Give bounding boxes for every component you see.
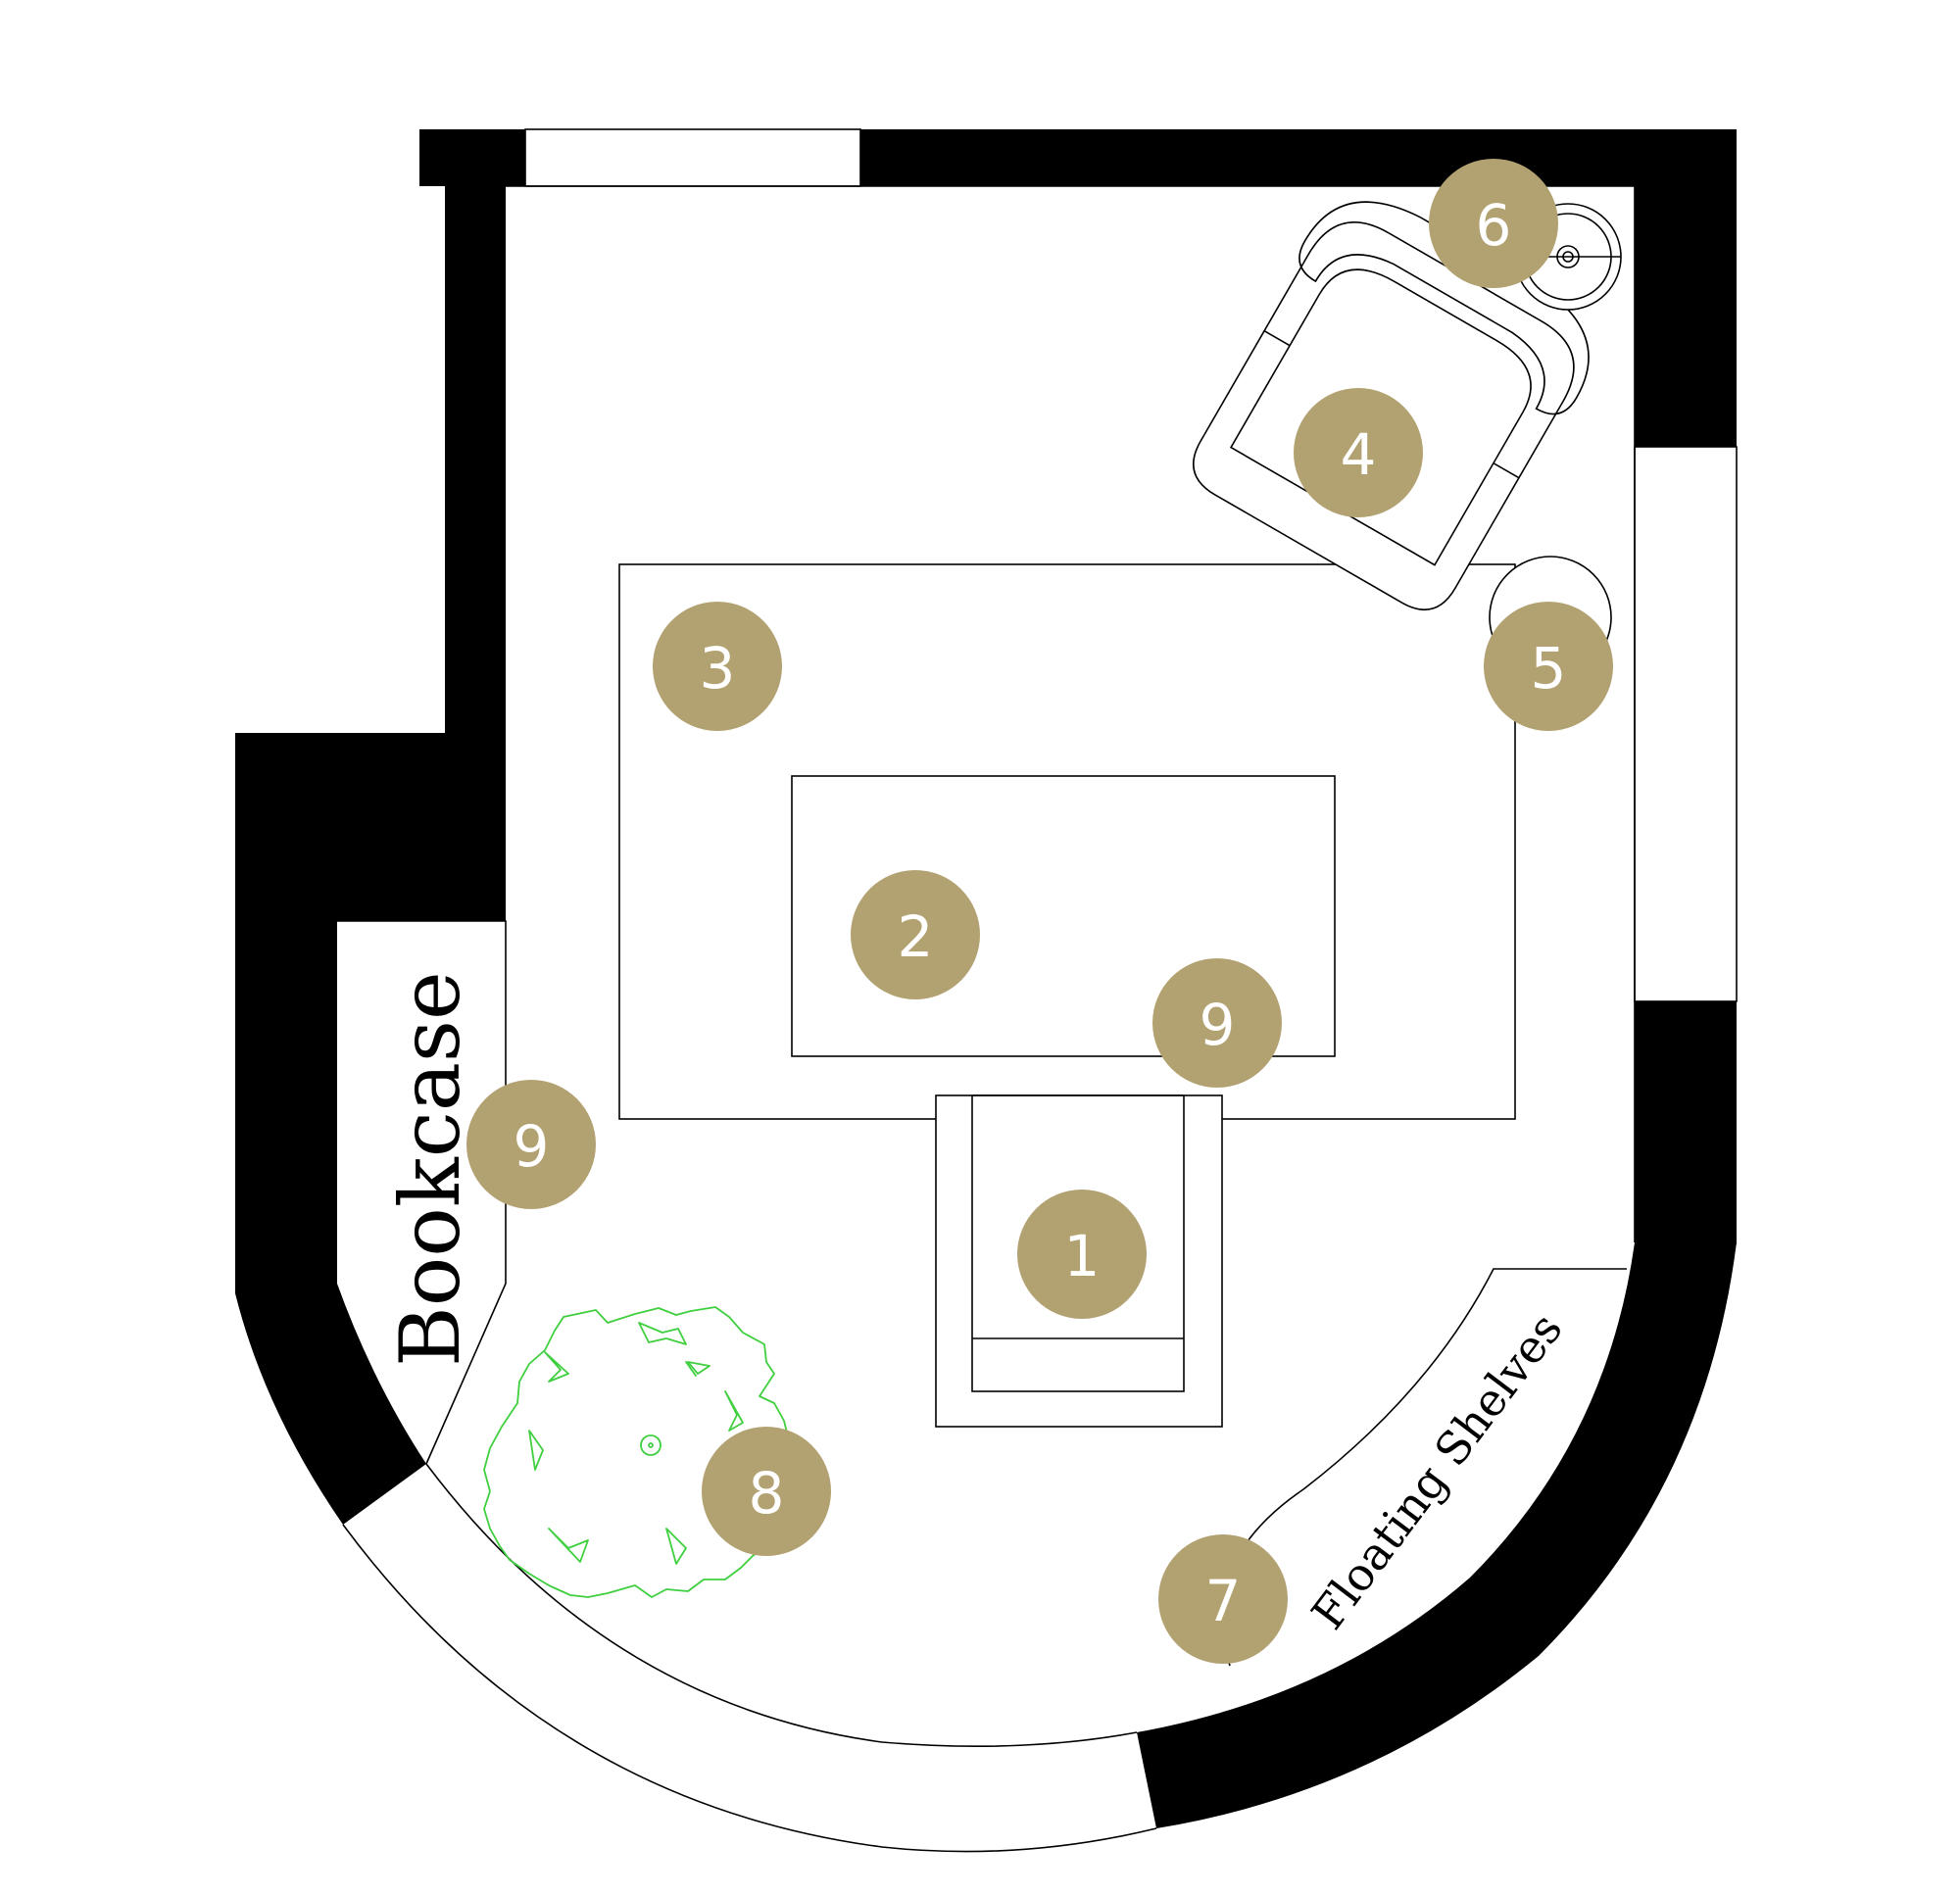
wall-right-lower (1635, 1001, 1737, 1244)
svg-text:8: 8 (749, 1460, 785, 1527)
marker-7: 7 (1158, 1534, 1288, 1664)
svg-text:3: 3 (700, 635, 736, 702)
walls (235, 129, 1737, 1828)
marker-9-bookcase: 9 (466, 1080, 596, 1209)
window-top (524, 128, 861, 187)
marker-2: 2 (851, 870, 980, 999)
desk (791, 775, 1336, 1057)
svg-text:9: 9 (1200, 992, 1236, 1058)
wall-bottom-right-arc (1137, 1242, 1737, 1828)
potted-plant-icon (483, 1306, 797, 1598)
svg-text:4: 4 (1341, 421, 1377, 488)
svg-text:7: 7 (1205, 1568, 1242, 1634)
marker-3: 3 (653, 602, 782, 731)
marker-4: 4 (1294, 388, 1423, 517)
svg-text:9: 9 (514, 1113, 550, 1180)
wall-top-left (419, 129, 525, 186)
wall-top-right (860, 129, 1737, 186)
marker-6: 6 (1429, 159, 1558, 288)
wall-left-lower (235, 733, 506, 1525)
window-bottom-arc (342, 1524, 1157, 1853)
marker-5: 5 (1484, 602, 1613, 731)
markers: 6 4 3 5 2 9 9 1 (466, 159, 1613, 1664)
marker-8: 8 (702, 1427, 831, 1556)
window-bottom-arc-inner (425, 1463, 1138, 1748)
svg-text:5: 5 (1531, 635, 1567, 702)
svg-text:2: 2 (898, 903, 934, 970)
window-right (1634, 446, 1738, 1002)
wall-left-upper (445, 186, 506, 735)
bookcase-label: Bookcase (382, 971, 478, 1367)
marker-1: 1 (1017, 1190, 1147, 1319)
marker-9-desk: 9 (1152, 958, 1282, 1088)
svg-text:6: 6 (1476, 192, 1512, 259)
room-inner-wall (506, 185, 1636, 1242)
wall-right-upper (1635, 129, 1737, 447)
svg-text:1: 1 (1064, 1223, 1101, 1289)
